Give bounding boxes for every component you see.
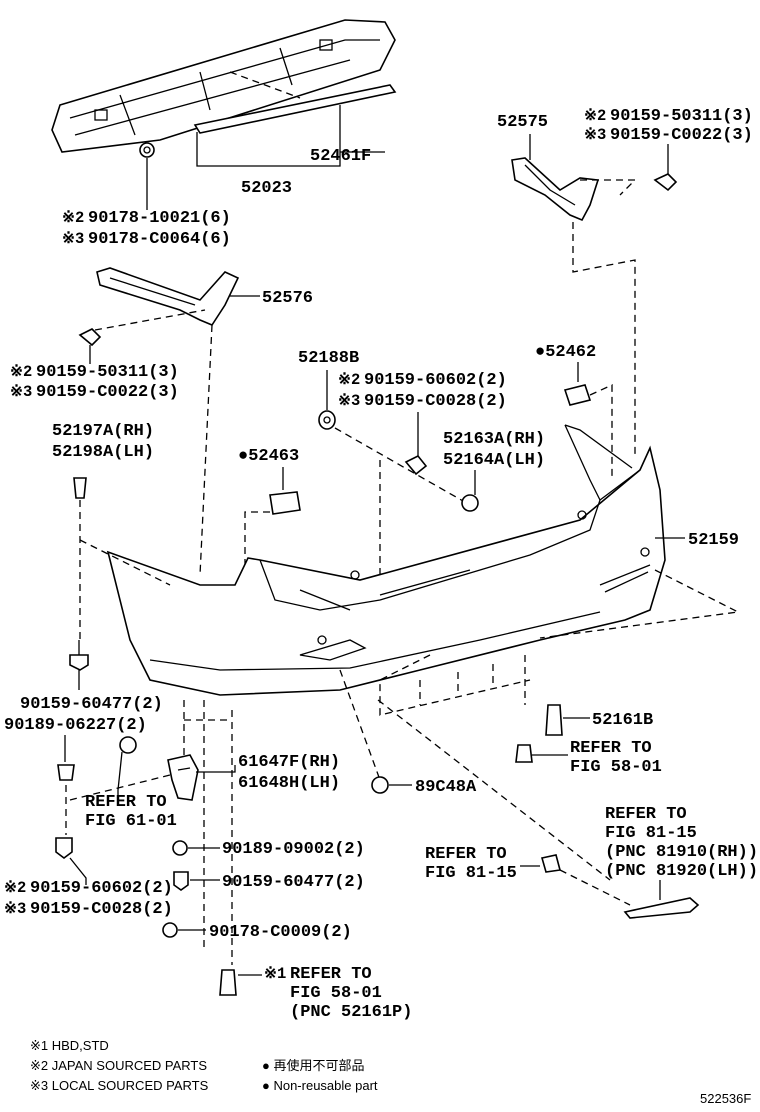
refer-fig-81-15-right[interactable]: REFER TO — [605, 805, 687, 824]
refer-fig-81-15-left[interactable]: REFER TO — [425, 845, 507, 864]
label-52188B: 52188B — [298, 349, 359, 368]
mark-2: ※2 — [62, 209, 84, 227]
bolt-90159-C0022-left: 90159-C0022(3) — [36, 383, 179, 402]
label-52161B: 52161B — [592, 711, 653, 730]
nut-icon — [139, 142, 155, 158]
figure-id: 522536F — [700, 1091, 751, 1106]
label-52197A: 52197A(RH) — [52, 422, 154, 441]
reinforcement-strip-part — [193, 84, 397, 134]
bolt-90159-50311-left: 90159-50311(3) — [36, 363, 179, 382]
bolt-90159-60602-low: 90159-60602(2) — [30, 879, 173, 898]
legend-local-sourced: ※3 LOCAL SOURCED PARTS — [30, 1078, 209, 1093]
mark-3: ※3 — [338, 392, 360, 410]
bolt-icon — [55, 837, 73, 859]
mark-2: ※2 — [4, 879, 26, 897]
bolt-90178-10021: 90178-10021(6) — [88, 209, 231, 228]
screw-icon — [219, 969, 237, 996]
mark-2: ※2 — [10, 363, 32, 381]
bolt-90159-60477-b: 90159-60477(2) — [222, 873, 365, 892]
refer-pnc-81910: (PNC 81910(RH)) — [605, 843, 758, 862]
bracket-61647F-part — [167, 754, 199, 801]
label-52164A: 52164A(LH) — [443, 451, 545, 470]
bolt-90159-C0022-top: 90159-C0022(3) — [610, 126, 753, 145]
bolt-icon — [653, 173, 678, 192]
nut-icon — [172, 840, 188, 856]
label-52023: 52023 — [241, 179, 292, 198]
bolt-90159-C0028-mid: 90159-C0028(2) — [364, 392, 507, 411]
bolt-90178-C0009: 90178-C0009(2) — [209, 923, 352, 942]
bolt-90178-C0064: 90178-C0064(6) — [88, 230, 231, 249]
bolt-90159-50311-top: 90159-50311(3) — [610, 107, 753, 126]
nut-icon — [162, 922, 178, 938]
refer-fig-58-01-link[interactable]: FIG 58-01 — [570, 758, 662, 777]
mark-2: ※2 — [338, 371, 360, 389]
mark-3: ※3 — [4, 900, 26, 918]
refer-fig-81-15-left-link[interactable]: FIG 81-15 — [425, 864, 517, 883]
label-52575: 52575 — [497, 113, 548, 132]
label-52461F: 52461F — [310, 147, 371, 166]
retainer-clip-icon — [119, 736, 137, 754]
cap-icon — [461, 494, 479, 512]
label-52198A: 52198A(LH) — [52, 443, 154, 462]
seal-pad-52462 — [563, 384, 592, 406]
label-61648H: 61648H(LH) — [238, 774, 340, 793]
reflector-part — [623, 897, 700, 919]
bolt-icon — [404, 454, 428, 476]
label-52159: 52159 — [688, 531, 739, 550]
bolt-icon — [515, 744, 533, 763]
label-52463: ●52463 — [238, 447, 299, 466]
seal-pad-52463 — [269, 491, 301, 515]
retainer-52575-part — [511, 157, 600, 222]
refer-fig-58-01[interactable]: REFER TO — [570, 739, 652, 758]
bolt-90189-09002: 90189-09002(2) — [222, 840, 365, 859]
bolt-90159-C0028-low: 90159-C0028(2) — [30, 900, 173, 919]
retainer-clip-icon — [318, 410, 336, 430]
bolt-icon — [57, 764, 75, 781]
bolt-icon — [78, 328, 102, 347]
clip-icon — [540, 854, 562, 873]
refer-fig-61-01[interactable]: REFER TO — [85, 793, 167, 812]
label-89C48A: 89C48A — [415, 778, 477, 797]
refer-pnc-81920: (PNC 81920(LH)) — [605, 862, 758, 881]
label-52576: 52576 — [262, 289, 313, 308]
mark-3: ※3 — [584, 126, 606, 144]
refer-bottom-fig[interactable]: FIG 58-01 — [290, 984, 382, 1003]
label-61647F: 61647F(RH) — [238, 753, 340, 772]
bumper-cover-52159 — [106, 424, 666, 696]
mark-1: ※1 — [264, 965, 286, 983]
label-52462: ●52462 — [535, 343, 596, 362]
refer-bottom[interactable]: REFER TO — [290, 965, 372, 984]
legend-japan-sourced: ※2 JAPAN SOURCED PARTS — [30, 1058, 207, 1073]
bolt-90159-60602-mid: 90159-60602(2) — [364, 371, 507, 390]
legend-hbd-std: ※1 HBD,STD — [30, 1038, 109, 1053]
refer-fig-81-15-right-link[interactable]: FIG 81-15 — [605, 824, 697, 843]
screw-icon — [73, 477, 87, 499]
bumper-reinforcement-part — [51, 19, 396, 153]
bolt-icon — [173, 871, 189, 891]
legend-non-reusable-jp: ● 再使用不可部品 — [262, 1058, 364, 1073]
clip-icon — [371, 776, 389, 794]
mark-2: ※2 — [584, 107, 606, 125]
bolt-icon — [69, 640, 89, 671]
legend-non-reusable-en: ● Non-reusable part — [262, 1078, 378, 1093]
mark-3: ※3 — [62, 230, 84, 248]
refer-fig-61-01-link[interactable]: FIG 61-01 — [85, 812, 177, 831]
bolt-90189-06227: 90189-06227(2) — [4, 716, 147, 735]
bolt-icon — [545, 704, 563, 736]
bolt-90159-60477-a: 90159-60477(2) — [20, 695, 163, 714]
label-52163A: 52163A(RH) — [443, 430, 545, 449]
mark-3: ※3 — [10, 383, 32, 401]
refer-bottom-pnc: (PNC 52161P) — [290, 1003, 412, 1022]
